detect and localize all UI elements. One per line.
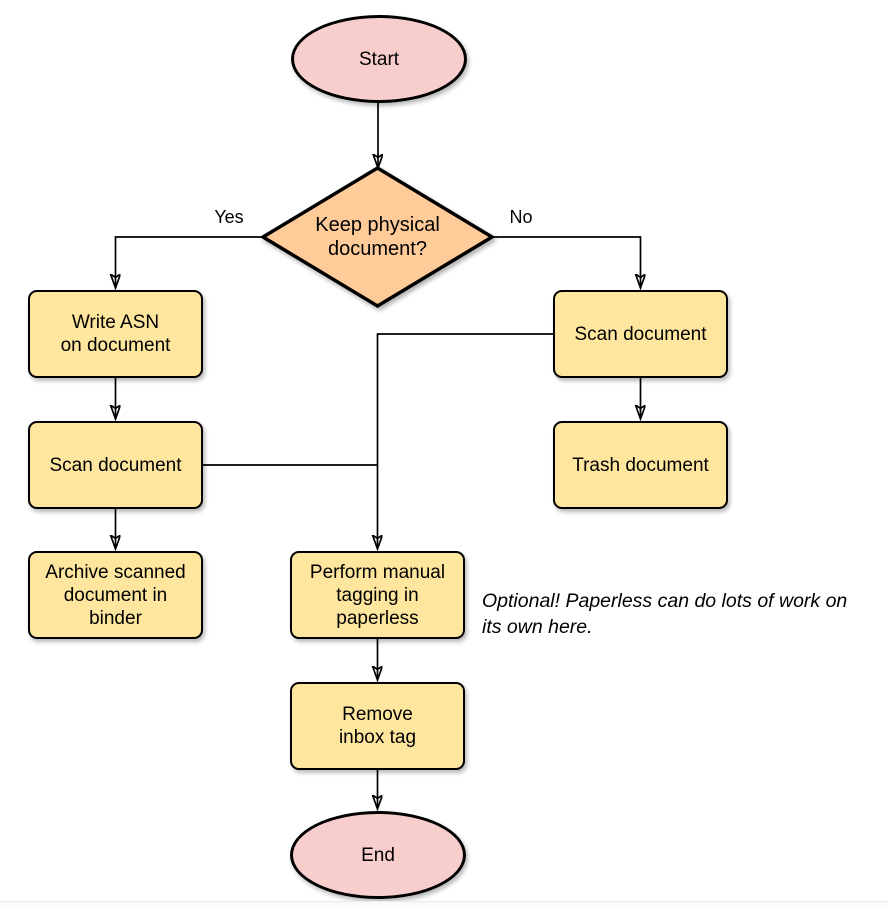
annotation-text: Optional! Paperless can do lots of work … xyxy=(482,590,848,638)
decision-diamond-shape xyxy=(259,165,496,309)
bottom-edge-divider xyxy=(0,901,888,907)
edge-decision-no xyxy=(490,236,641,287)
edge-scanright-to-tagging xyxy=(378,333,553,548)
node-end: End xyxy=(290,811,466,899)
node-decision: Keep physical document? xyxy=(258,163,497,311)
node-trash-document: Trash document xyxy=(553,421,728,509)
edge-label-no: No xyxy=(509,207,533,227)
node-manual-tagging: Perform manual tagging in paperless xyxy=(290,551,465,639)
decision-label: Keep physical document? xyxy=(315,214,440,260)
node-archive-in-binder: Archive scanned document in binder xyxy=(28,551,203,639)
node-write-asn: Write ASN on document xyxy=(28,290,203,378)
node-scan-document-left: Scan document xyxy=(28,421,203,509)
edge-decision-yes xyxy=(116,236,265,287)
node-remove-inbox-tag: Remove inbox tag xyxy=(290,682,465,770)
edge-label-yes: Yes xyxy=(214,207,244,227)
node-scan-document-right: Scan document xyxy=(553,290,728,378)
node-start: Start xyxy=(291,15,467,103)
